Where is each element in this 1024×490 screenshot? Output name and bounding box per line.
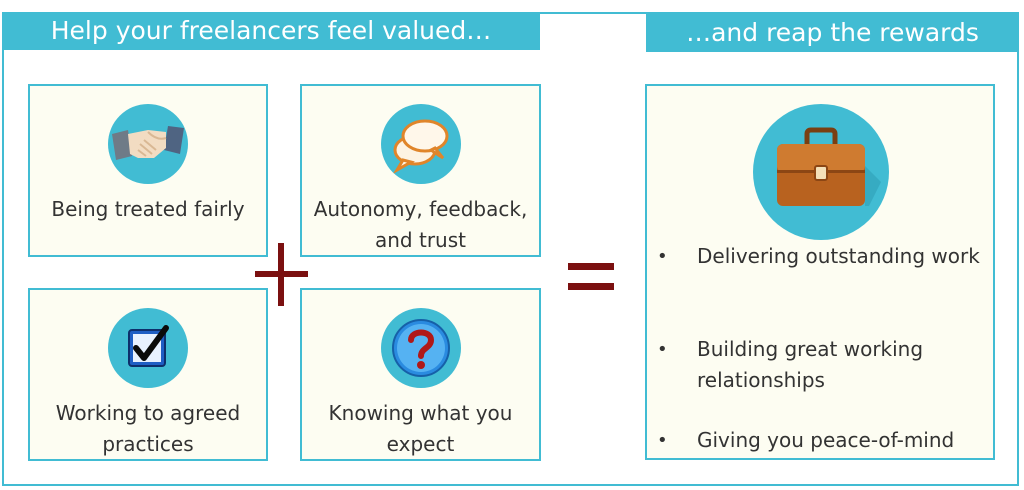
card-label: Knowing what you expect: [328, 401, 513, 456]
checkbox-icon: [108, 308, 188, 388]
card-label: Working to agreed practices: [55, 401, 241, 456]
card-label: Being treated fairly: [51, 197, 245, 221]
bullet-icon: •: [657, 246, 668, 267]
handshake-icon: [108, 104, 188, 184]
card-knowing-expectations: Knowing what you expect: [300, 288, 541, 461]
bullet-icon: •: [657, 339, 668, 360]
equals-top-bar: [568, 263, 614, 270]
header-right: …and reap the rewards: [646, 14, 1019, 52]
reward-text: Building great working relationships: [697, 337, 924, 392]
header-left: Help your freelancers feel valued…: [2, 12, 540, 50]
bullet-icon: •: [657, 430, 668, 451]
reward-text: Delivering outstanding work: [697, 244, 980, 268]
rewards-list: • Delivering outstanding work • Building…: [647, 86, 993, 458]
question-mark-icon: [380, 308, 461, 388]
reward-text: Giving you peace-of-mind: [697, 428, 955, 452]
card-agreed-practices: Working to agreed practices: [28, 288, 268, 461]
equals-bottom-bar: [568, 283, 614, 290]
speech-bubbles-icon: [380, 104, 461, 184]
card-autonomy: Autonomy, feedback, and trust: [300, 84, 541, 257]
briefcase-icon: [753, 104, 889, 240]
card-label: Autonomy, feedback, and trust: [313, 197, 528, 252]
plus-horizontal-bar: [255, 271, 308, 277]
rewards-card: • Delivering outstanding work • Building…: [645, 84, 995, 460]
card-treated-fairly: Being treated fairly: [28, 84, 268, 257]
